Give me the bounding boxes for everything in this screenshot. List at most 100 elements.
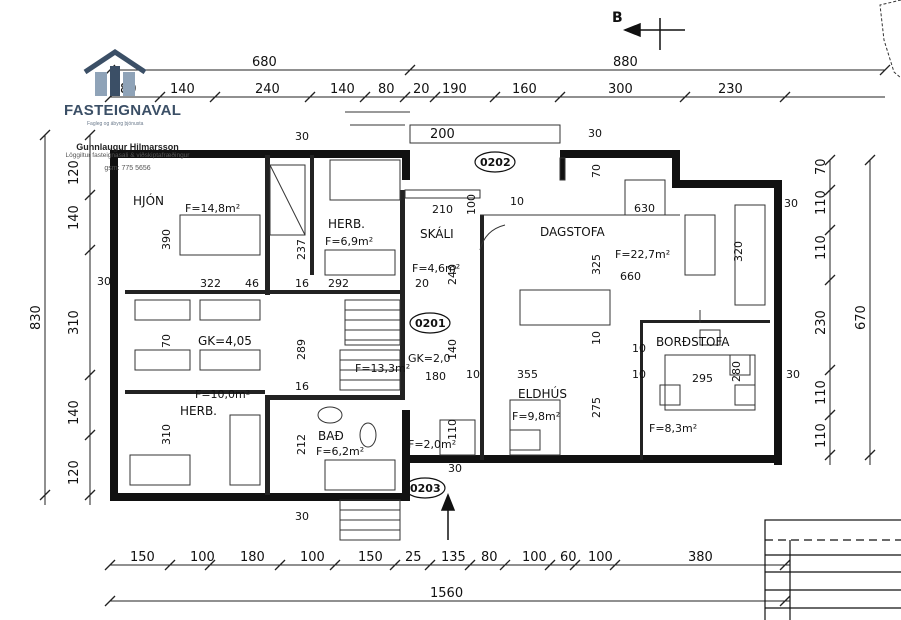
dim-int-240: 240	[446, 264, 459, 285]
room-bad-area: F=6,2m²	[316, 445, 364, 458]
tag-0202: 0202	[480, 156, 511, 169]
room-entry-area: F=2,0m²	[408, 438, 456, 451]
dim-bottom-3: 180	[240, 550, 265, 565]
room-skali-label: SKÁLI	[420, 226, 454, 241]
dim-int-110: 110	[446, 419, 459, 440]
outer-walls	[110, 150, 782, 501]
room-herb1-area: F=6,9m²	[325, 235, 373, 248]
dim-int-310: 310	[160, 424, 173, 445]
tag-0203: 0203	[410, 482, 441, 495]
dim-bottom-4: 100	[300, 550, 325, 565]
dim-left-4: 140	[67, 205, 82, 230]
dim-top-total-left: 680	[252, 55, 277, 70]
north-arrow: B	[612, 10, 685, 50]
dim-right-5: 110	[814, 380, 829, 405]
dim-bottom-9: 100	[522, 550, 547, 565]
dim-int-180: 180	[425, 370, 446, 383]
dim-left-3: 310	[67, 310, 82, 335]
interior-dimensions: 390 322 46 16 292 237 289 16 212 310 70 …	[160, 164, 745, 475]
dim-int-275: 275	[590, 397, 603, 418]
dim-right-total: 670	[854, 305, 869, 330]
logo-slogan: Fagleg og ábyrg þjónusta	[87, 121, 144, 127]
dim-left-1: 120	[67, 460, 82, 485]
room-herb2-label: HERB.	[180, 404, 217, 418]
room-gk2-label: GK=2,0	[408, 352, 450, 365]
dimension-labels: 680 880 80 140 240 140 80 20 190 160 300…	[29, 55, 869, 601]
floor-details	[129, 111, 766, 541]
dim-int-10e: 10	[632, 342, 646, 355]
dim-top-2: 140	[170, 82, 195, 97]
room-dagstofa-label: DAGSTOFA	[540, 225, 606, 239]
logo-graphic	[83, 48, 147, 96]
dim-top-10: 230	[718, 82, 743, 97]
dim-bottom-11: 100	[588, 550, 613, 565]
dim-wall-top-mid: 30	[588, 127, 602, 140]
dim-wall-top-left: 30	[295, 130, 309, 143]
dim-right-1: 70	[814, 158, 829, 175]
dim-left-total: 830	[29, 305, 44, 330]
room-herb1-label: HERB.	[328, 217, 365, 231]
dim-int-322: 322	[200, 277, 221, 290]
room-hjon-label: HJÓN	[133, 193, 164, 208]
room-gk1-label: GK=4,05	[198, 334, 252, 348]
dim-int-237: 237	[295, 239, 308, 260]
dim-int-70: 70	[160, 334, 173, 348]
corner-stamp	[879, 0, 901, 79]
room-hjon-area: F=14,8m²	[185, 202, 240, 215]
dim-int-30: 30	[448, 462, 462, 475]
dim-top-7: 190	[442, 82, 467, 97]
dim-int-660: 660	[620, 270, 641, 283]
room-herb2-area: F=10,0m²	[195, 388, 250, 401]
dim-wall-bottom: 30	[295, 510, 309, 523]
logo-brand-name: FASTEIGNAVAL	[64, 102, 182, 119]
dim-int-325: 325	[590, 254, 603, 275]
agent-phone: gsm: 775 5656	[104, 165, 151, 172]
dim-int-10: 10	[510, 195, 524, 208]
room-dagstofa-area: F=22,7m²	[615, 248, 670, 261]
dim-right-6: 110	[814, 423, 829, 448]
dim-top-9: 300	[608, 82, 633, 97]
agent-role: Löggiltur fasteignasali & viðskiptafræði…	[65, 152, 190, 159]
dim-top-5: 80	[378, 82, 395, 97]
dim-int-280: 280	[730, 361, 743, 382]
room-bad-label: BAÐ	[318, 429, 344, 443]
dim-int-295: 295	[692, 372, 713, 385]
space-tags: 0202 0201 0203	[404, 151, 516, 499]
dim-top-6: 20	[413, 82, 430, 97]
room-eldhus-area: F=9,8m²	[512, 410, 560, 423]
dim-wall-right-mid: 30	[786, 368, 800, 381]
room-bordstofa-area: F=8,3m²	[649, 422, 697, 435]
dim-int-289: 289	[295, 339, 308, 360]
dim-int-10b: 10	[466, 368, 480, 381]
dim-int-20: 20	[415, 277, 429, 290]
dim-bottom-12: 380	[688, 550, 713, 565]
dim-bottom-6: 25	[405, 550, 422, 565]
dim-int-210: 210	[432, 203, 453, 216]
dim-right-3: 110	[814, 235, 829, 260]
interior-walls	[125, 155, 770, 495]
dim-bottom-7: 135	[441, 550, 466, 565]
dim-left-2: 140	[67, 400, 82, 425]
agent-name: Gunnlaugur Hilmarsson	[76, 142, 179, 152]
dim-left-5: 120	[67, 160, 82, 185]
dim-top-total-right: 880	[613, 55, 638, 70]
room-skali-area: F=4,6m²	[412, 262, 460, 275]
dim-wall-right-top: 30	[784, 197, 798, 210]
dim-int-100: 100	[465, 194, 478, 215]
dim-bottom-2: 100	[190, 550, 215, 565]
north-marker: B	[612, 10, 623, 26]
entry-arrow	[440, 492, 456, 540]
dim-bottom-10: 60	[560, 550, 577, 565]
dim-int-292: 292	[328, 277, 349, 290]
dim-top-3: 240	[255, 82, 280, 97]
dim-bottom-1: 150	[130, 550, 155, 565]
title-block	[764, 519, 901, 620]
dim-int-140: 140	[446, 339, 459, 360]
tag-0201: 0201	[415, 317, 446, 330]
dim-int-10c: 10	[590, 331, 603, 345]
dim-int-320: 320	[732, 241, 745, 262]
dim-right-4: 230	[814, 310, 829, 335]
dim-bottom-total: 1560	[430, 586, 463, 601]
dim-bottom-8: 80	[481, 550, 498, 565]
